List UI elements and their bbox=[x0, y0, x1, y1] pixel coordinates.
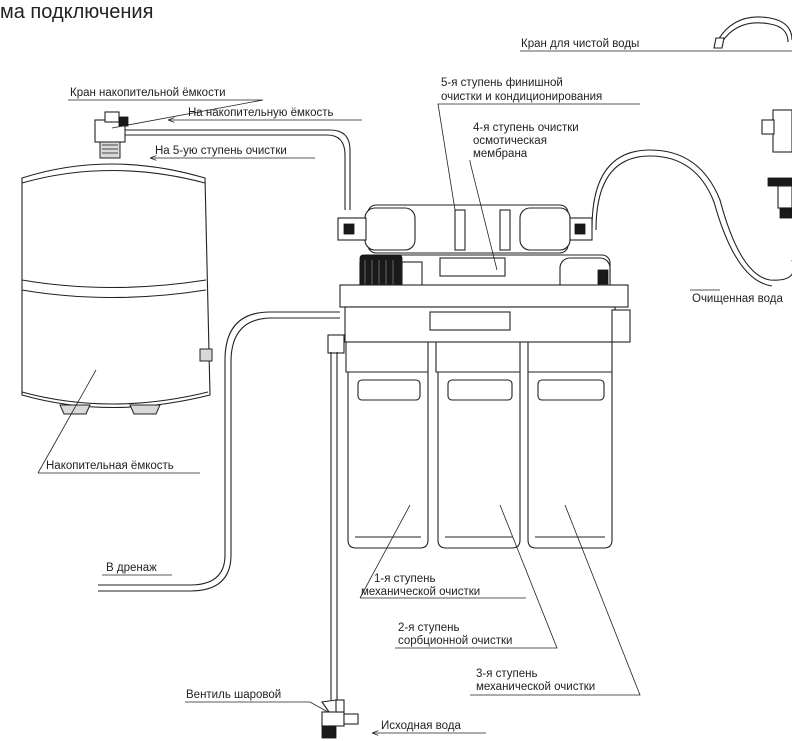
to-stage5-label: На 5-ую ступень очистки bbox=[155, 145, 287, 157]
stage1-housing bbox=[347, 372, 429, 549]
mounting-plate bbox=[327, 284, 631, 373]
stage4-label-line3: мембрана bbox=[473, 148, 528, 160]
stage5-filter bbox=[337, 204, 593, 254]
tank-valve-label: Кран накопительной ёмкости bbox=[70, 87, 226, 99]
stage3-housing bbox=[527, 372, 613, 549]
stage5-label-line2: очистки и кондиционирования bbox=[441, 91, 602, 103]
stage3-label-line1: 3-я ступень bbox=[476, 668, 538, 680]
page-title: ма подключения bbox=[0, 1, 153, 23]
stage2-label-line1: 2-я ступень bbox=[398, 622, 460, 634]
stage1-label-line1: 1-я ступень bbox=[374, 573, 436, 585]
stage4-label-line1: 4-я ступень очистки bbox=[473, 122, 579, 134]
stage2-label-line2: сорбционной очистки bbox=[398, 635, 512, 647]
faucet-label: Кран для чистой воды bbox=[521, 38, 639, 50]
stage4-label-line2: осмотическая bbox=[473, 135, 547, 147]
ball-valve bbox=[321, 699, 359, 739]
to-tank-label: На накопительную ёмкость bbox=[188, 107, 334, 119]
tank-label: Накопительная ёмкость bbox=[46, 460, 174, 472]
ball-valve-label: Вентиль шаровой bbox=[186, 689, 281, 701]
stage2-housing bbox=[437, 372, 521, 549]
source-water-label: Исходная вода bbox=[381, 720, 461, 732]
drain-label: В дренаж bbox=[106, 562, 157, 574]
purified-label: Очищенная вода bbox=[692, 293, 783, 305]
stage3-label-line2: механической очистки bbox=[476, 681, 595, 693]
annotations bbox=[37, 50, 792, 733]
storage-tank bbox=[21, 163, 213, 415]
faucet bbox=[713, 16, 792, 219]
stage1-label-line2: механической очистки bbox=[361, 586, 480, 598]
stage5-label-line1: 5-я ступень финишной bbox=[441, 77, 563, 89]
tank-valve bbox=[94, 111, 129, 159]
